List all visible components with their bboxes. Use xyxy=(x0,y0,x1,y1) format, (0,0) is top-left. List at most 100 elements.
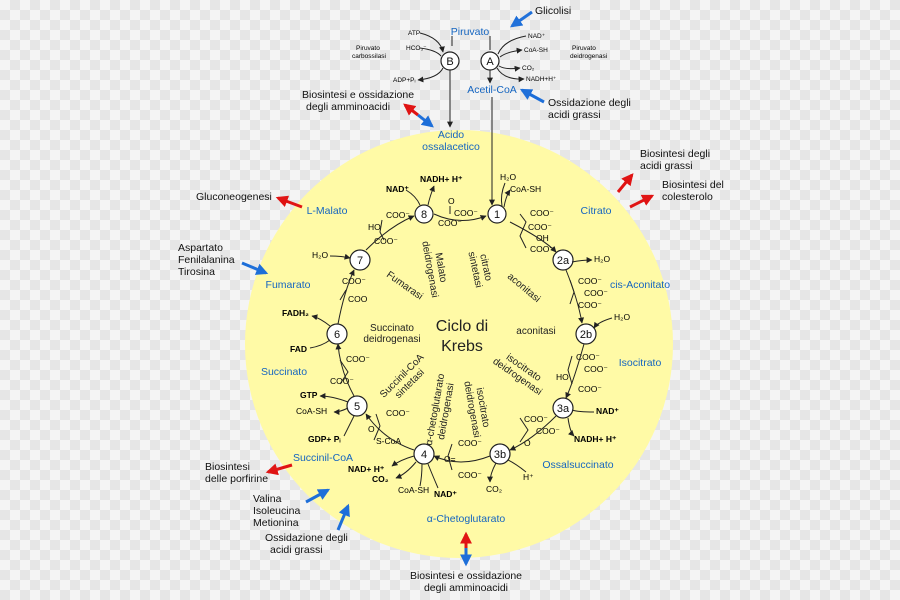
label-chetoglutarato[interactable]: α-Chetoglutarato xyxy=(427,513,506,525)
svg-text:3a: 3a xyxy=(557,403,570,415)
arrow-step7-to-8 xyxy=(365,215,415,251)
arrow-step6-to-7 xyxy=(337,269,355,325)
arrow-step3b-to-4 xyxy=(433,455,491,463)
label-tirosina: Tirosina xyxy=(178,266,215,278)
svg-text:8: 8 xyxy=(421,209,427,221)
step-8[interactable]: 8 xyxy=(414,204,434,224)
svg-text:COO⁻: COO⁻ xyxy=(458,470,482,480)
fumarato-structure: COO COO⁻ xyxy=(339,276,368,304)
label-succinilcoa[interactable]: Succinil-CoA xyxy=(293,452,353,464)
arrow-colesterolo-out xyxy=(629,194,655,209)
svg-text:5: 5 xyxy=(354,401,360,413)
label-citrato[interactable]: Citrato xyxy=(581,205,612,217)
step-7[interactable]: 7 xyxy=(349,249,371,271)
enzyme-citrato-sintetasi: citrato sintetasi xyxy=(465,251,493,289)
step-4[interactable]: 4 xyxy=(413,443,435,465)
label-l-malato[interactable]: L-Malato xyxy=(307,205,348,217)
arrow-biosintesi-top-blue xyxy=(417,113,434,128)
arrow-ossidazione-top-in xyxy=(519,88,545,104)
arrow-aminoacidi-in xyxy=(241,261,269,275)
label-biosintesi-top-1: Biosintesi e ossidazione xyxy=(302,89,414,101)
step-3a[interactable]: 3a xyxy=(552,397,574,419)
arrow-step6-fadh2 xyxy=(311,314,331,327)
succinato-structure: COO⁻ COO⁻ xyxy=(330,354,370,386)
arrow-step8-to-1 xyxy=(433,213,487,221)
label-ossidazione-top-2: acidi grassi xyxy=(548,109,601,121)
ossalsuccinato-structure: COO⁻ COO⁻ O xyxy=(519,414,560,448)
step-1[interactable]: 1 xyxy=(487,204,507,224)
label-fenilalanina: Fenilalanina xyxy=(178,254,235,266)
arrow-step3a-nadh xyxy=(567,417,575,437)
label-ossidazione-bottom-2: acidi grassi xyxy=(270,544,323,556)
arrow-step1-coa xyxy=(503,189,511,208)
svg-text:COO⁻: COO⁻ xyxy=(528,222,552,232)
cofactor-h2o-1: H₂O xyxy=(500,172,516,182)
label-acetilcoa[interactable]: Acetil-CoA xyxy=(467,84,517,96)
step-3b[interactable]: 3b xyxy=(489,443,511,465)
step-2b[interactable]: 2b xyxy=(575,323,597,345)
succinilcoa-structure: S-CoA O COO⁻ xyxy=(368,408,410,446)
cofactor-nad-4: NAD⁺ xyxy=(434,489,457,499)
arrow-step2a-to-2b xyxy=(565,269,585,324)
arrow-acidi-grassi-out xyxy=(616,173,634,193)
cofactor-nadh-4: NAD+ H⁺ xyxy=(348,464,385,474)
svg-text:COO⁻: COO⁻ xyxy=(454,208,478,218)
cofactor-nadh-8: NADH+ H⁺ xyxy=(420,174,463,184)
arrow-step2b-h2o xyxy=(593,317,613,329)
arrow-valina-in xyxy=(305,488,331,504)
label-glicolisi[interactable]: Glicolisi xyxy=(535,5,571,17)
arrow-step5-coa xyxy=(333,407,349,415)
arrow-biosintesi-top-red xyxy=(403,103,419,117)
label-biosintesi-colesterolo-2: colesterolo xyxy=(662,191,713,203)
svg-text:4: 4 xyxy=(421,449,427,461)
label-fumarato[interactable]: Fumarato xyxy=(266,279,311,291)
svg-text:COO⁻: COO⁻ xyxy=(374,236,398,246)
svg-text:2b: 2b xyxy=(580,329,592,341)
step-2a[interactable]: 2a xyxy=(552,249,574,271)
cofactor-coa-1: CoA-SH xyxy=(510,184,541,194)
svg-text:O: O xyxy=(368,424,375,434)
label-valina: Valina xyxy=(253,493,282,505)
label-porfirine-1: Biosintesi xyxy=(205,461,250,473)
label-ossalacetico-1[interactable]: Acido xyxy=(438,129,464,141)
label-aspartato: Aspartato xyxy=(178,242,223,254)
svg-text:COO⁻: COO⁻ xyxy=(386,210,410,220)
svg-text:2a: 2a xyxy=(557,255,570,267)
center-title-2: Krebs xyxy=(441,338,483,355)
arrow-step5-to-6 xyxy=(335,343,355,397)
label-ossalsuccinato[interactable]: Ossalsuccinato xyxy=(542,459,613,471)
step-6[interactable]: 6 xyxy=(326,323,348,345)
label-ossalacetico-2[interactable]: ossalacetico xyxy=(422,141,480,153)
isocitrato-structure: COO⁻ HO COO⁻ COO⁻ xyxy=(556,352,608,394)
arrow-step4-coa xyxy=(419,463,423,487)
svg-text:COO⁻: COO⁻ xyxy=(578,276,602,286)
cofactor-nadh-a: NADH+H⁺ xyxy=(526,76,557,83)
arrow-a-nad xyxy=(497,35,527,55)
label-succinato[interactable]: Succinato xyxy=(261,366,307,378)
arrow-a-coa xyxy=(499,47,523,58)
ossalacetato-structure: O COO⁻ COO⁻ xyxy=(438,196,478,228)
step-5[interactable]: 5 xyxy=(346,395,368,417)
enzyme-piruvato-carbossilasi-2: carbossilasi xyxy=(352,53,386,60)
label-biosintesi-top-2: degli amminoacidi xyxy=(306,101,390,113)
step-a-label: A xyxy=(486,56,494,68)
label-metionina: Metionina xyxy=(253,517,299,529)
svg-text:COO⁻: COO⁻ xyxy=(584,364,608,374)
arrow-step1-h2o xyxy=(500,182,506,207)
cofactor-gtp-5: GTP xyxy=(300,390,318,400)
label-bottom-biosintesi-1: Biosintesi e ossidazione xyxy=(410,570,522,582)
label-cis-aconitato[interactable]: cis-Aconitato xyxy=(610,279,670,291)
svg-text:COO⁻: COO⁻ xyxy=(530,244,554,254)
svg-text:deidrogenasi: deidrogenasi xyxy=(363,334,420,345)
enzyme-succinato-deidrogenasi: Succinato deidrogenasi xyxy=(363,323,420,345)
arrow-ossidazione-bottom-in xyxy=(336,503,350,531)
cofactor-nad-a: NAD⁺ xyxy=(528,33,546,40)
svg-text:COO: COO xyxy=(348,294,368,304)
arrow-step6-fad xyxy=(309,339,331,349)
label-isocitrato[interactable]: Isocitrato xyxy=(619,357,662,369)
label-ossidazione-top-1: Ossidazione degli xyxy=(548,97,631,109)
chetoglutarato-structure: COO⁻ COO⁻ O= xyxy=(444,438,482,480)
cofactor-h2o-7: H₂O xyxy=(312,250,328,260)
label-piruvato[interactable]: Piruvato xyxy=(451,26,490,38)
arrow-step4-co2 xyxy=(395,461,417,479)
